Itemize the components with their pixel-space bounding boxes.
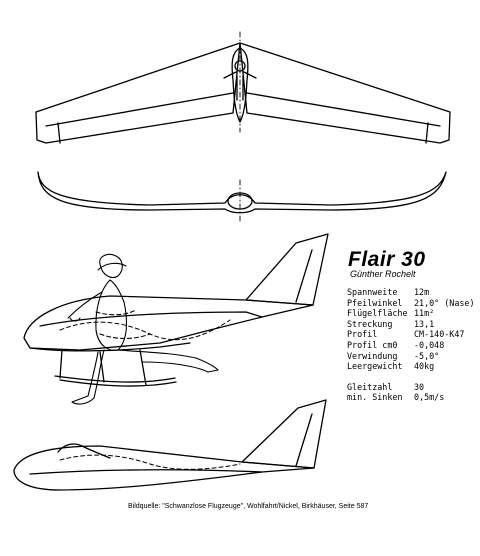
spec-label: Profil cm0 — [347, 339, 398, 350]
spec-label: Leergewicht — [347, 361, 403, 372]
pilot-helmet-line — [97, 262, 127, 271]
pilot-harness — [95, 309, 151, 340]
spec-row: Flügelfläche 11m² — [347, 308, 475, 319]
performance-row: Gleitzahl 30 — [347, 382, 475, 393]
top-view-right-aileron-line — [425, 122, 429, 144]
spec-value: 12m — [414, 287, 430, 297]
landing-skid — [54, 375, 177, 387]
fin-rudder-line — [295, 249, 313, 303]
spec-row: Streckung 13,1 — [347, 319, 475, 330]
wing-root-body — [23, 295, 314, 351]
spec-label: Pfeilwinkel — [347, 297, 403, 308]
spec-row: Spannweite 12m — [347, 287, 475, 298]
pilot-arm — [67, 291, 103, 322]
spec-value: 21,0° (Nase) — [414, 297, 475, 308]
side-view-clean — [13, 399, 327, 491]
performance-value: 30 — [414, 381, 425, 392]
performance-value: 0,5m/s — [414, 392, 445, 403]
spec-table: Spannweite 12m Pfeilwinkel 21,0° (Nase) … — [347, 287, 475, 403]
pilot-head — [99, 253, 123, 279]
performance-label: Gleitzahl — [347, 381, 393, 392]
spec-spacer — [347, 372, 475, 382]
side-view-pilot — [23, 233, 329, 405]
top-view-right-spar — [246, 92, 441, 127]
spec-label: Streckung — [347, 318, 393, 329]
designer-name: Günther Rochelt — [350, 269, 416, 279]
pilot-leg-front — [71, 349, 105, 405]
pod-dashed-lower — [59, 454, 241, 470]
image-source-caption: Bildquelle: "Schwanzlose Flugzeuge", Woh… — [128, 503, 369, 510]
spec-value: 40kg — [414, 361, 435, 372]
spec-value: CM-140-K47 — [414, 329, 465, 340]
fin-lower-rudder-line — [295, 413, 313, 467]
spec-row: Pfeilwinkel 21,0° (Nase) — [347, 298, 475, 309]
top-view-left-spar — [45, 92, 234, 127]
top-view-pilot-arms — [223, 71, 257, 101]
body-lower — [13, 445, 315, 491]
spec-row: Profil CM-140-K47 — [347, 329, 475, 340]
body-lower-inner — [29, 469, 263, 475]
canopy-lower — [57, 443, 111, 459]
spec-label: Profil — [347, 329, 378, 340]
spec-value: 13,1 — [414, 318, 435, 329]
pod-dashed-inner — [59, 319, 231, 341]
spec-row: Verwindung -5,0° — [347, 351, 475, 362]
performance-label: min. Sinken — [347, 392, 403, 403]
pilot-leg-back — [117, 349, 219, 373]
pilot-figure — [67, 253, 219, 405]
spec-value: 11m² — [414, 308, 435, 319]
top-view — [35, 31, 451, 144]
top-view-left-wing — [35, 42, 241, 144]
spec-label: Spannweite — [347, 287, 398, 297]
spec-label: Verwindung — [347, 350, 398, 361]
aircraft-title: Flair 30 — [348, 248, 426, 271]
skid-struts — [59, 349, 147, 386]
spec-row: Profil cm0 -0,048 — [347, 340, 475, 351]
pod-lower — [29, 342, 191, 352]
fin-lower — [241, 399, 327, 469]
spec-value: -5,0° — [414, 350, 440, 361]
wing-chord-line — [39, 311, 263, 327]
spec-value: -0,048 — [414, 339, 445, 350]
performance-row: min. Sinken 0,5m/s — [347, 392, 475, 403]
spec-row: Leergewicht 40kg — [347, 361, 475, 372]
front-view-wing — [37, 171, 447, 214]
top-view-left-aileron-line — [57, 122, 61, 144]
top-view-right-wing — [239, 42, 451, 144]
front-view — [37, 171, 447, 223]
top-view-nacelle — [231, 47, 249, 123]
fin — [245, 233, 329, 306]
spec-label: Flügelfläche — [347, 308, 408, 319]
